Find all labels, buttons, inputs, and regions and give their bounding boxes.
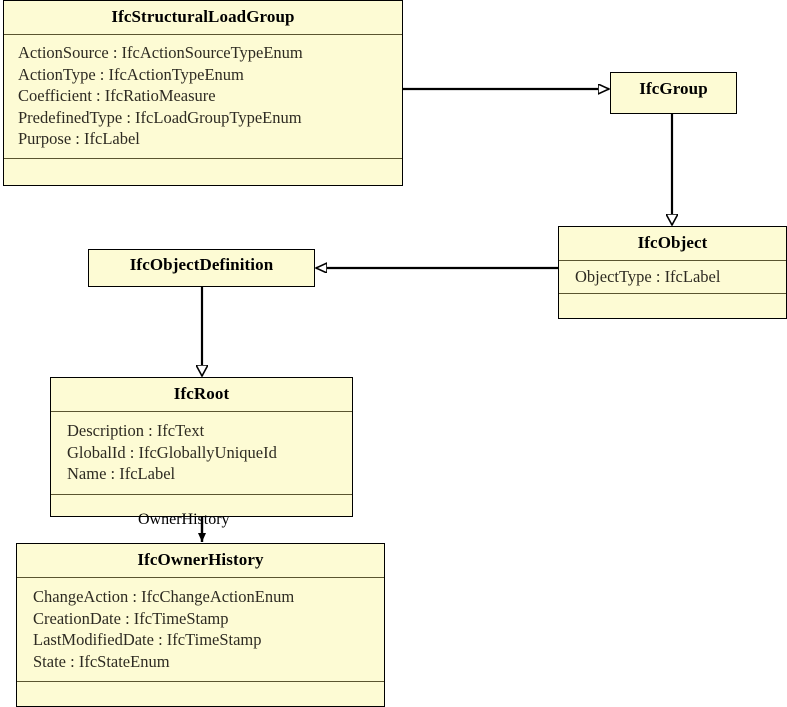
class-box-ifcobject[interactable]: IfcObject ObjectType : IfcLabel <box>558 226 787 319</box>
attribute-row: LastModifiedDate : IfcTimeStamp <box>33 630 262 649</box>
class-box-ifcobjectdefinition[interactable]: IfcObjectDefinition <box>88 249 315 287</box>
class-title-ifcstructuralloadgroup: IfcStructuralLoadGroup <box>111 7 295 26</box>
class-title-ifcobjectdefinition: IfcObjectDefinition <box>129 255 274 274</box>
attribute-row: ObjectType : IfcLabel <box>575 267 721 286</box>
attribute-row: ChangeAction : IfcChangeActionEnum <box>33 587 295 606</box>
compartment-separator <box>17 681 384 682</box>
attribute-row: Purpose : IfcLabel <box>18 129 140 148</box>
class-title-ifcgroup: IfcGroup <box>639 79 708 98</box>
attribute-row: GlobalId : IfcGloballyUniqueId <box>67 442 277 462</box>
attribute-row: Description : IfcText <box>67 421 205 440</box>
class-box-ifcstructuralloadgroup[interactable]: IfcStructuralLoadGroup ActionSource : If… <box>3 0 403 186</box>
class-title-ifcownerhistory: IfcOwnerHistory <box>137 550 264 569</box>
class-box-ifcgroup[interactable]: IfcGroup <box>610 72 737 114</box>
attribute-compartment-ifcroot: Description : IfcText GlobalId : IfcGlob… <box>51 412 352 494</box>
compartment-separator <box>51 411 352 412</box>
class-box-ifcroot[interactable]: IfcRoot Description : IfcText GlobalId :… <box>50 377 353 517</box>
attribute-row: Name : IfcLabel <box>67 464 176 483</box>
attribute-row: PredefinedType : IfcLoadGroupTypeEnum <box>18 107 302 127</box>
compartment-separator <box>17 577 384 578</box>
compartment-separator <box>559 292 786 294</box>
compartment-separator <box>4 157 402 159</box>
class-title-ifcroot: IfcRoot <box>173 384 230 403</box>
compartment-separator <box>51 493 352 495</box>
attribute-row: CreationDate : IfcTimeStamp <box>33 608 229 628</box>
operation-compartment-ifcownerhistory <box>17 682 384 704</box>
compartment-separator <box>4 34 402 35</box>
operation-compartment-ifcstructuralloadgroup <box>4 159 402 180</box>
attribute-row: ActionSource : IfcActionSourceTypeEnum <box>18 43 303 62</box>
attribute-row: ActionType : IfcActionTypeEnum <box>18 64 244 84</box>
edge-label-ownerhistory: OwnerHistory <box>138 511 230 528</box>
class-box-ifcownerhistory[interactable]: IfcOwnerHistory ChangeAction : IfcChange… <box>16 543 385 707</box>
attribute-compartment-ifcobject: ObjectType : IfcLabel <box>559 261 786 293</box>
class-title-ifcobject: IfcObject <box>637 233 708 252</box>
operation-compartment-ifcobject <box>559 294 786 315</box>
attribute-compartment-ifcstructuralloadgroup: ActionSource : IfcActionSourceTypeEnum A… <box>4 35 402 158</box>
attribute-row: Coefficient : IfcRatioMeasure <box>18 86 216 105</box>
attribute-row: State : IfcStateEnum <box>33 651 170 671</box>
compartment-separator <box>559 260 786 261</box>
attribute-compartment-ifcownerhistory: ChangeAction : IfcChangeActionEnum Creat… <box>17 578 384 681</box>
